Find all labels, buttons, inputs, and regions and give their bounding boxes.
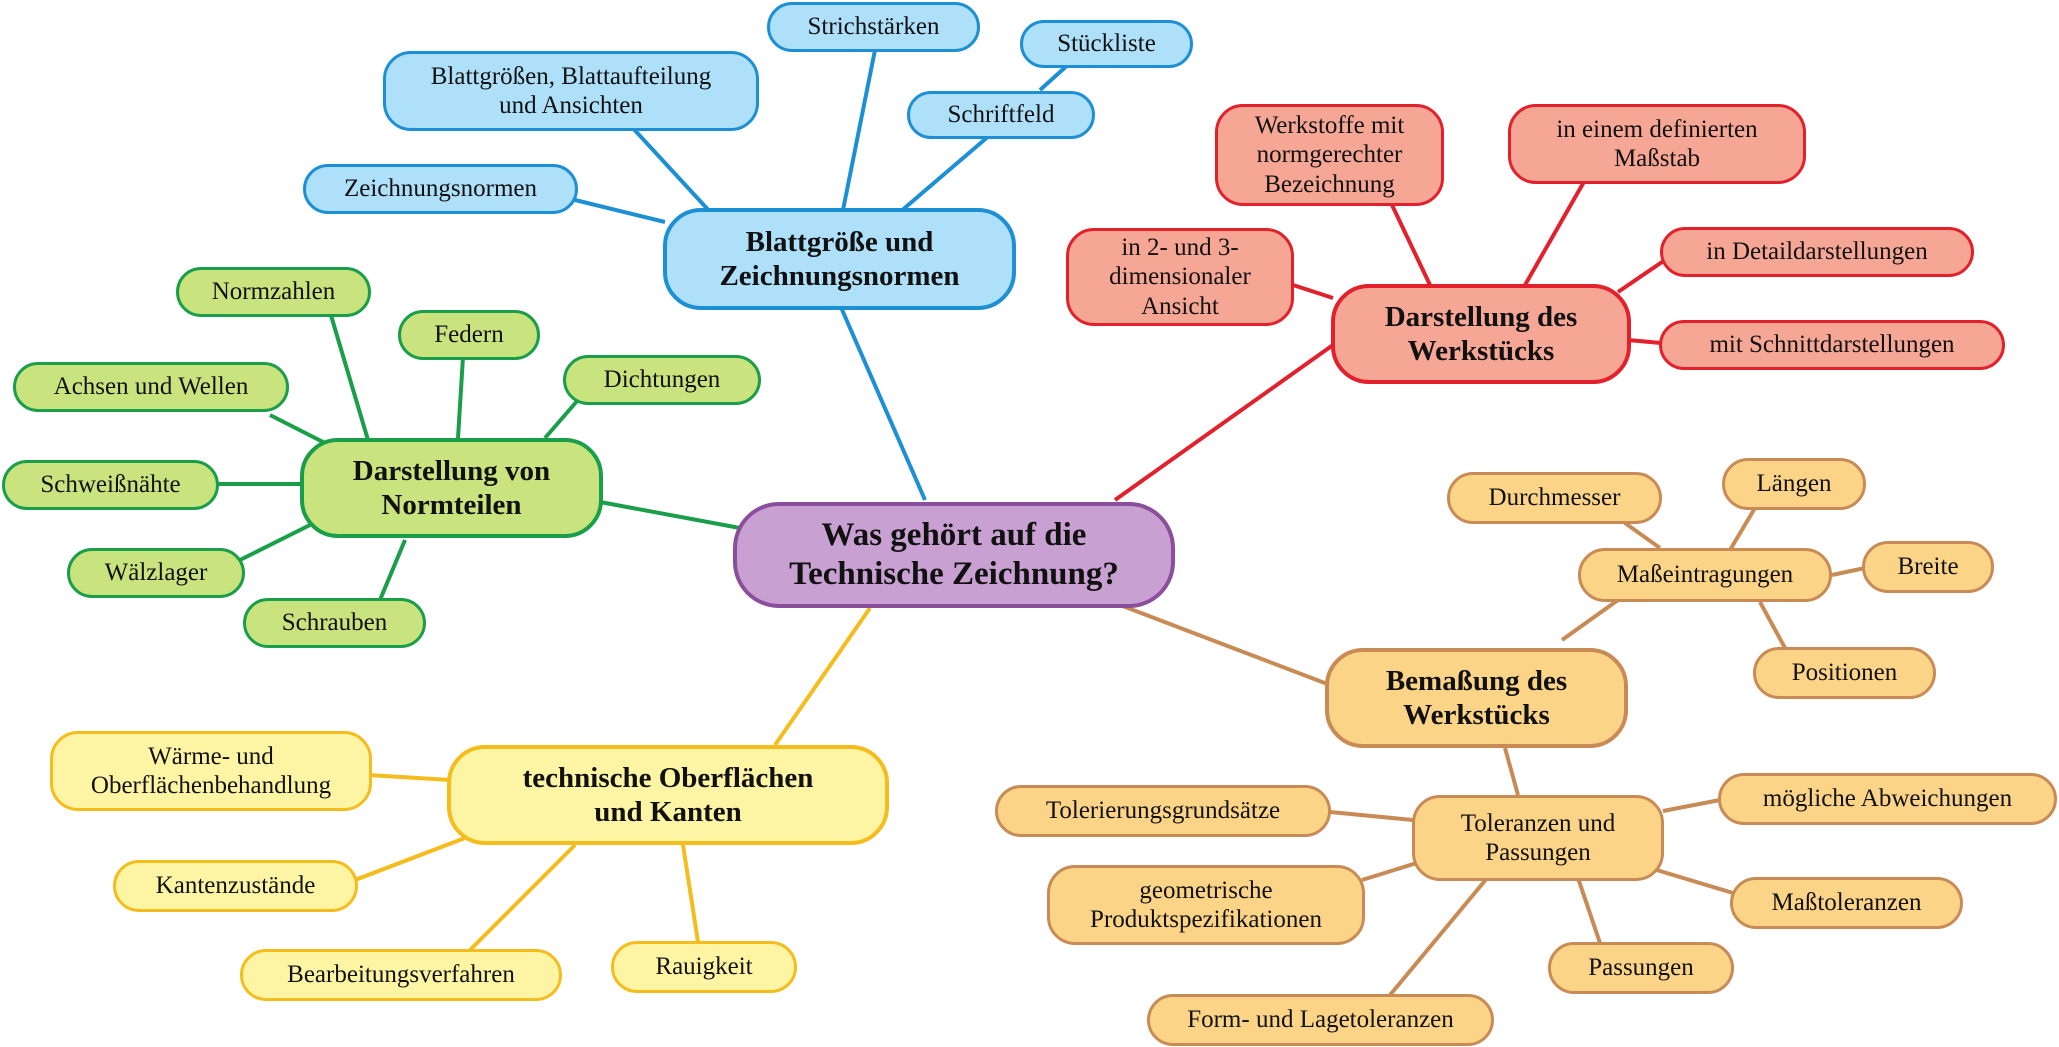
edge-oberflaechen-waerme	[367, 773, 451, 782]
edge-normteile-schrauben	[378, 539, 407, 601]
edge-normteile-dichtungen	[543, 398, 580, 440]
edge-werkstueck-detail	[1616, 258, 1667, 294]
leaf-positionen: Positionen	[1753, 647, 1936, 699]
edge-normteile-federn	[456, 356, 465, 439]
topic-bemassung: Bemaßung des Werkstücks	[1325, 648, 1628, 748]
edge-toleranzen-abweichungen	[1662, 798, 1721, 813]
subtopic-toleranzen: Toleranzen und Passungen	[1412, 795, 1664, 881]
edge-masseintragungen-durchmesser	[1623, 521, 1662, 550]
edge-bemassung-masseintragungen	[1560, 598, 1620, 642]
edge-oberflaechen-kantenzustaende	[354, 836, 466, 882]
leaf-masstoleranzen: Maßtoleranzen	[1730, 877, 1963, 929]
leaf-kantenzustaende: Kantenzustände	[113, 860, 358, 912]
edge-oberflaechen-rauigkeit	[681, 844, 700, 943]
edge-werkstueck-massstab	[1523, 179, 1587, 286]
edge-werkstueck-werkstoffe	[1390, 204, 1432, 286]
leaf-normzahlen: Normzahlen	[176, 267, 371, 317]
edge-oberflaechen-bearbeitung	[468, 843, 577, 952]
leaf-moegliche-abweichungen: mögliche Abweichungen	[1718, 773, 2057, 825]
central-topic: Was gehört auf die Technische Zeichnung?	[733, 502, 1175, 608]
leaf-schweissnaehte: Schweißnähte	[2, 460, 219, 510]
leaf-blattgroessen: Blattgrößen, Blattaufteilung und Ansicht…	[383, 51, 759, 131]
leaf-tolerierungsgrundsaetze: Tolerierungsgrundsätze	[995, 785, 1331, 837]
leaf-rauigkeit: Rauigkeit	[611, 941, 797, 993]
edge-root-blatt	[838, 304, 927, 501]
edge-blatt-zeichnungsnormen	[574, 198, 666, 224]
edge-toleranzen-passungen	[1576, 877, 1602, 944]
leaf-massstab: in einem definierten Maßstab	[1508, 104, 1806, 184]
edge-root-oberflaechen	[773, 606, 872, 747]
topic-blattgroesse: Blattgröße und Zeichnungsnormen	[663, 208, 1016, 310]
leaf-dichtungen: Dichtungen	[563, 355, 761, 405]
edge-root-werkstueck	[1113, 338, 1342, 502]
edge-toleranzen-masstoleranzen	[1649, 866, 1734, 895]
edge-masseintragungen-breite	[1831, 566, 1866, 577]
edge-werkstueck-schnitt	[1627, 338, 1662, 345]
subtopic-masseintragungen: Maßeintragungen	[1578, 548, 1832, 602]
edge-blatt-strichstaerken	[841, 49, 877, 211]
leaf-gps: geometrische Produktspezifikationen	[1047, 865, 1365, 945]
edge-normteile-achsen	[269, 413, 326, 445]
leaf-detaildarstellungen: in Detaildarstellungen	[1660, 227, 1974, 277]
edge-toleranzen-formlage	[1388, 875, 1490, 997]
leaf-bearbeitungsverfahren: Bearbeitungsverfahren	[240, 949, 562, 1001]
topic-oberflaechen-kanten: technische Oberflächen und Kanten	[447, 745, 889, 845]
leaf-passungen: Passungen	[1548, 942, 1734, 994]
leaf-federn: Federn	[398, 310, 540, 360]
leaf-schrauben: Schrauben	[243, 598, 426, 648]
edge-bemassung-toleranzen	[1503, 747, 1520, 796]
leaf-achsen-wellen: Achsen und Wellen	[13, 362, 289, 412]
leaf-werkstoffe: Werkstoffe mit normgerechter Bezeichnung	[1215, 104, 1444, 206]
leaf-form-lagetoleranzen: Form- und Lagetoleranzen	[1147, 994, 1494, 1046]
leaf-waelzlager: Wälzlager	[67, 548, 245, 598]
edge-toleranzen-gps	[1361, 860, 1421, 882]
edge-toleranzen-tolerierung	[1329, 810, 1414, 822]
topic-darstellung-werkstueck: Darstellung des Werkstücks	[1331, 284, 1631, 384]
edge-masseintragungen-positionen	[1758, 601, 1787, 649]
leaf-schnittdarstellungen: mit Schnittdarstellungen	[1659, 320, 2005, 370]
leaf-laengen: Längen	[1722, 458, 1866, 510]
leaf-breite: Breite	[1862, 541, 1994, 593]
leaf-schriftfeld: Schriftfeld	[907, 91, 1095, 139]
topic-normteile: Darstellung von Normteilen	[300, 438, 603, 538]
edge-blatt-schriftfeld	[898, 133, 992, 214]
leaf-zeichnungsnormen: Zeichnungsnormen	[303, 164, 578, 214]
edge-masseintragungen-laengen	[1728, 506, 1757, 552]
leaf-ansicht: in 2- und 3- dimensionaler Ansicht	[1066, 228, 1294, 326]
edge-normteile-waelzlager	[239, 523, 311, 562]
leaf-stueckliste: Stückliste	[1020, 20, 1193, 68]
leaf-durchmesser: Durchmesser	[1447, 472, 1662, 524]
leaf-waerme-oberflaechenbehandlung: Wärme- und Oberflächenbehandlung	[50, 731, 372, 811]
edge-normteile-normzahlen	[328, 311, 370, 441]
edge-root-bemassung	[1119, 603, 1331, 687]
edge-root-normteile	[599, 500, 741, 530]
leaf-strichstaerken: Strichstärken	[767, 2, 980, 52]
edge-werkstueck-ansicht	[1292, 283, 1334, 300]
